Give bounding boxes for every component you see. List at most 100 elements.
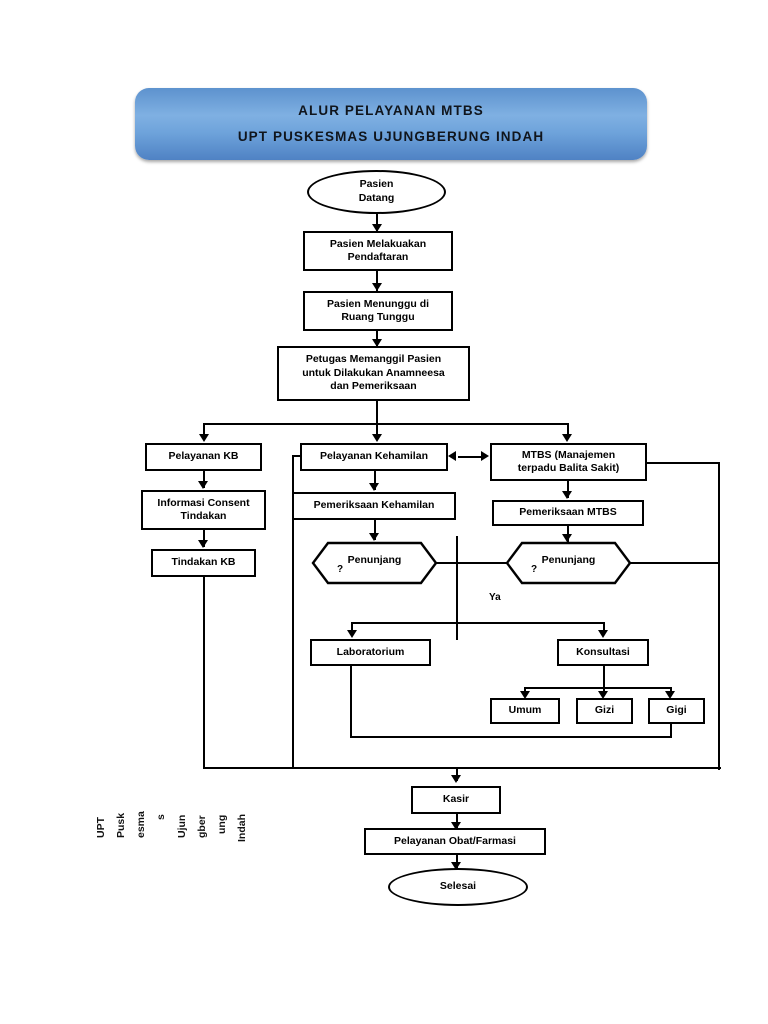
node-pelayanan-kb-label: Pelayanan KB [168,450,239,463]
node-tindakan-kb: Tindakan KB [151,549,256,577]
edge-kb-to-consent [202,471,205,488]
node-umum-label: Umum [508,704,542,717]
arrowhead-down-pendaftaran [371,224,382,232]
edge-mid-collector-bar [350,736,672,739]
node-laboratorium: Laboratorium [310,639,431,666]
arrowhead-down-kasir [451,775,462,783]
edge-konsultasi-drop [602,622,605,634]
edge-label-ya: Ya [489,592,501,603]
edge-penunjang-kiri-to-kanan [436,561,507,564]
footer-vertical-col-7: ung [216,814,228,834]
edge-mtbs-right-connector [645,462,720,465]
edge-kehamilan-left-rail-stub [292,455,302,458]
diagram-title-line1: ALUR PELAYANAN MTBS [298,102,484,118]
arrowhead-down-pelayanan-kehamilan [371,434,382,442]
edge-bottom-collector-bar [202,767,721,770]
node-anamneesa-line2: untuk Dilakukan Anamneesa [302,366,445,379]
edge-konsultasi-stem [602,666,605,689]
arrowhead-down-pemeriksaan-kehamilan [369,483,380,491]
diagram-title-line2: UPT PUSKESMAS UJUNGBERUNG INDAH [237,129,545,144]
node-anamneesa-line3: dan Pemeriksaan [330,380,417,393]
node-penunjang-kanan-label: Penunjang [541,553,596,566]
node-informasi-consent-tindakan: Informasi Consent Tindakan [141,490,266,530]
node-consent-line2: Tindakan [180,510,227,522]
node-pemeriksaan-mtbs-label: Pemeriksaan MTBS [519,506,617,519]
node-mtbs-line1: MTBS (Manajemen [521,448,616,461]
arrowhead-down-menunggu [371,283,382,291]
edge-laboratorium-down [350,666,353,738]
arrowhead-down-laboratorium [346,630,357,638]
edge-branch-distributor-bar [203,423,569,426]
arrowhead-down-pemeriksaan-mtbs [562,491,573,499]
edge-tindakan-kb-to-collector [202,577,205,769]
node-pelayanan-obat-farmasi: Pelayanan Obat/Farmasi [364,828,546,855]
edge-consent-to-tindakan-kb [202,530,205,547]
node-konsultasi: Konsultasi [557,639,649,666]
arrowhead-down-gigi [665,691,676,699]
node-penunjang-kiri-label: Penunjang [347,553,402,566]
arrowhead-down-gizi [598,691,609,699]
edge-branch-left-drop [203,423,206,438]
node-pelayanan-kehamilan-label: Pelayanan Kehamilan [320,450,428,463]
diagram-title-banner: ALUR PELAYANAN MTBS UPT PUSKESMAS UJUNGB… [135,88,647,160]
arrowhead-right-mtbs [481,451,489,461]
edge-branch-mid-drop [375,423,379,438]
node-gizi: Gizi [576,698,633,724]
edge-mtbs-to-pemeriksaan-mtbs [566,481,569,498]
edge-kehamilan-left-rail [292,455,295,769]
node-laboratorium-label: Laboratorium [336,645,405,658]
node-penunjang-kiri-question: ? [337,563,344,575]
node-pelayanan-kb: Pelayanan KB [145,443,262,471]
node-selesai: Selesai [388,868,528,906]
node-mtbs-line2: terpadu Balita Sakit) [517,462,620,474]
arrowhead-left-kehamilan [448,451,456,461]
node-farmasi-label: Pelayanan Obat/Farmasi [394,834,516,847]
edge-kehamilan-to-pemeriksaan [373,471,376,490]
footer-vertical-col-2: Pusk [115,812,127,838]
node-umum: Umum [490,698,560,724]
edge-collector-to-kasir [455,767,458,781]
node-pendaftaran-line1: Pasien Melakuakan [329,237,427,250]
node-pemeriksaan-kehamilan: Pemeriksaan Kehamilan [292,492,456,520]
hexagon-shape-kiri [311,541,438,585]
node-pendaftaran-line2: Pendaftaran [347,251,409,263]
edge-pendaftaran-to-menunggu [375,271,379,291]
edge-penunjang-junction-down [456,536,459,640]
node-kasir-label: Kasir [442,793,470,806]
node-pasien-datang-line2: Datang [358,192,395,204]
footer-vertical-col-8: Indah [236,814,248,842]
node-tindakan-kb-label: Tindakan KB [171,556,236,569]
node-consent-line1: Informasi Consent [157,496,250,509]
arrowhead-down-farmasi [451,822,462,830]
hexagon-shape-kanan [505,541,632,585]
node-konsultasi-label: Konsultasi [576,645,630,658]
arrowhead-down-selesai [451,862,462,870]
node-penunjang-kiri: Penunjang ? [311,541,438,585]
edge-anamneesa-stem [375,401,379,425]
node-penunjang-kanan-labels: Penunjang ? [505,541,632,585]
arrowhead-down-penunjang-kiri [369,533,380,541]
arrowhead-down-anamneesa [371,339,382,347]
footer-vertical-col-1: UPT [95,817,107,838]
footer-vertical-col-5: Ujun [176,814,188,838]
arrowhead-down-tindakan-kb [198,540,209,548]
edge-pemeriksaan-to-penunjang-kiri [373,520,376,540]
node-penunjang-kiri-labels: Penunjang ? [311,541,438,585]
edge-lab-drop [351,622,354,634]
arrowhead-down-pelayanan-kb [198,434,209,442]
edge-datang-to-pendaftaran [375,214,379,232]
node-gigi-label: Gigi [666,704,687,717]
node-gizi-label: Gizi [594,704,615,717]
footer-vertical-col-3: esma [135,811,147,838]
node-petugas-memanggil-pasien: Petugas Memanggil Pasien untuk Dilakukan… [277,346,470,401]
footer-vertical-col-6: gber [196,815,208,838]
node-pasien-melakukan-pendaftaran: Pasien Melakuakan Pendaftaran [303,231,453,271]
node-menunggu-line1: Pasien Menunggu di [326,297,430,310]
arrowhead-down-konsultasi [598,630,609,638]
node-pasien-datang: Pasien Datang [307,170,446,214]
edge-gigi-down [669,724,672,738]
node-gigi: Gigi [648,698,705,724]
node-mtbs: MTBS (Manajemen terpadu Balita Sakit) [490,443,647,481]
edge-penunjang-kanan-right-stub [630,561,720,564]
